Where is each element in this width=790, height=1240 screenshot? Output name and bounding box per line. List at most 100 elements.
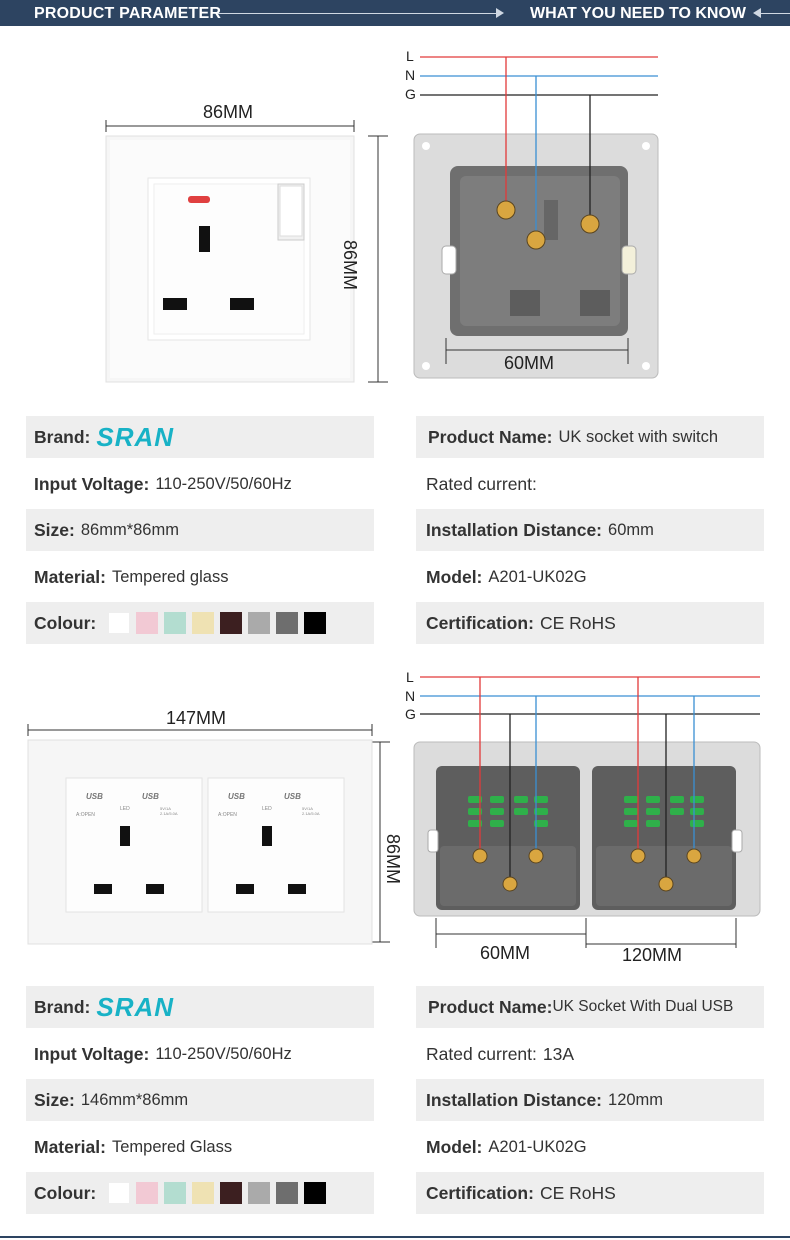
dim-height-label: 86MM — [340, 240, 360, 291]
certification-label: Certification: — [426, 612, 534, 633]
dual-dim-height-label: 86MM — [383, 834, 403, 885]
voltage-value: 110-250V/50/60Hz — [155, 474, 292, 493]
spec-brand-row: Brand: SRAN — [26, 416, 374, 458]
header-right-title: WHAT YOU NEED TO KNOW — [530, 5, 746, 22]
bottom-divider — [0, 1236, 790, 1238]
colour-swatch — [192, 612, 215, 634]
usb-label-b1: USB — [142, 792, 159, 801]
usb-label-a1: USB — [86, 792, 103, 801]
colour-swatch — [164, 1182, 187, 1204]
dual-size-value: 146mm*86mm — [80, 1090, 189, 1109]
dual-brand-logo: SRAN — [96, 991, 175, 1022]
material-value: Tempered glass — [111, 567, 229, 586]
spec-name-row: Product Name: UK socket with switch — [416, 416, 764, 458]
wire-label-g: G — [405, 86, 416, 102]
usb-label-b2: USB — [284, 792, 301, 801]
dual-spec-material-row: Material: Tempered Glass — [26, 1126, 374, 1168]
usb-small-left-1: A:OPEN — [76, 812, 95, 818]
dual-product-name-label: Product Name: — [428, 996, 553, 1017]
usb-small-left-2: A:OPEN — [218, 812, 237, 818]
dual-dim-distance-1: 60MM — [480, 943, 531, 963]
usb-label-a2: USB — [228, 792, 245, 801]
dual-rated-current-value: 13A — [542, 1043, 575, 1064]
dual-spec-current-row: Rated current: 13A — [416, 1033, 764, 1075]
dual-brand-label: Brand: — [34, 996, 91, 1017]
dual-rated-current-label: Rated current: — [426, 1043, 537, 1064]
install-distance-label: Installation Distance: — [426, 519, 603, 540]
colour-swatch — [164, 612, 187, 634]
dual-voltage-label: Input Voltage: — [34, 1043, 150, 1064]
dual-wire-label-g: G — [405, 706, 416, 722]
model-label: Model: — [426, 566, 483, 587]
dual-model-value: A201-UK02G — [488, 1137, 587, 1156]
colour-label: Colour: — [34, 612, 97, 633]
model-value: A201-UK02G — [488, 567, 587, 586]
brand-logo: SRAN — [96, 421, 175, 452]
socket-front-image — [105, 120, 388, 383]
dual-wire-label-n: N — [405, 688, 416, 704]
usb-small-right-1: 5V/1A 2.1A/5.0A — [160, 806, 178, 816]
led-label-1: LED — [120, 806, 130, 812]
colour-swatch — [276, 612, 299, 634]
colour-swatch — [136, 1182, 159, 1204]
brand-label: Brand: — [34, 426, 91, 447]
dual-spec-brand-row: Brand: SRAN — [26, 986, 374, 1028]
dual-certification-value: CE RoHS — [539, 1182, 616, 1203]
dual-model-label: Model: — [426, 1136, 483, 1157]
dual-wire-label-l: L — [406, 669, 414, 685]
certification-value: CE RoHS — [539, 612, 616, 633]
spec-install-row: Installation Distance: 60mm — [416, 509, 764, 551]
colour-swatch — [192, 1182, 215, 1204]
dual-size-label: Size: — [34, 1089, 75, 1110]
spec-model-row: Model: A201-UK02G — [416, 556, 764, 598]
size-value: 86mm*86mm — [80, 520, 179, 539]
arrow-left-icon — [753, 8, 761, 18]
wire-label-n: N — [405, 67, 416, 83]
dual-install-distance-value: 120mm — [608, 1090, 664, 1109]
dim-width-label: 86MM — [203, 102, 254, 122]
dim-distance-label: 60MM — [504, 353, 555, 373]
size-label: Size: — [34, 519, 75, 540]
dual-dim-distance-2: 120MM — [622, 945, 683, 965]
dual-dim-width-label: 147MM — [166, 708, 227, 728]
colour-swatch — [136, 612, 159, 634]
colour-swatch — [108, 1182, 131, 1204]
dual-install-distance-label: Installation Distance: — [426, 1089, 603, 1110]
dual-socket-front-image — [27, 724, 390, 945]
product-name-value: UK socket with switch — [558, 427, 719, 446]
spec-voltage-row: Input Voltage: 110-250V/50/60Hz — [26, 463, 374, 505]
dual-spec-voltage-row: Input Voltage: 110-250V/50/60Hz — [26, 1033, 374, 1075]
rated-current-label: Rated current: — [426, 473, 537, 494]
install-distance-value: 60mm — [608, 520, 654, 539]
dual-spec-cert-row: Certification: CE RoHS — [416, 1172, 764, 1214]
spec-material-row: Material: Tempered glass — [26, 556, 374, 598]
spec-current-row: Rated current: — [416, 463, 764, 505]
colour-swatch — [220, 1182, 243, 1204]
dual-spec-name-row: Product Name: UK Socket With Dual USB — [416, 986, 764, 1028]
colour-swatch — [276, 1182, 299, 1204]
dual-voltage-value: 110-250V/50/60Hz — [155, 1044, 292, 1063]
dual-product-name-value: UK Socket With Dual USB — [552, 998, 734, 1015]
arrow-right-icon — [496, 8, 504, 18]
colour-swatch — [248, 1182, 271, 1204]
wire-label-l: L — [406, 48, 414, 64]
colour-swatch — [108, 612, 131, 634]
dual-spec-model-row: Model: A201-UK02G — [416, 1126, 764, 1168]
header-divider-right — [758, 13, 790, 14]
socket-back-image — [413, 56, 659, 379]
usb-small-right-2: 5V/1A 2.1A/5.0A — [302, 806, 320, 816]
dual-material-value: Tempered Glass — [111, 1137, 233, 1156]
colour-swatch — [304, 612, 327, 634]
colour-swatch — [248, 612, 271, 634]
spec-colour-row: Colour: — [26, 602, 374, 644]
led-label-2: LED — [262, 806, 272, 812]
dual-certification-label: Certification: — [426, 1182, 534, 1203]
colour-swatch — [220, 612, 243, 634]
product-name-label: Product Name: — [428, 426, 553, 447]
header-left-title: PRODUCT PARAMETER — [34, 5, 222, 22]
spec-size-row: Size: 86mm*86mm — [26, 509, 374, 551]
dual-colour-label: Colour: — [34, 1182, 97, 1203]
dual-material-label: Material: — [34, 1136, 106, 1157]
colour-swatch — [304, 1182, 327, 1204]
header-divider — [218, 13, 498, 14]
